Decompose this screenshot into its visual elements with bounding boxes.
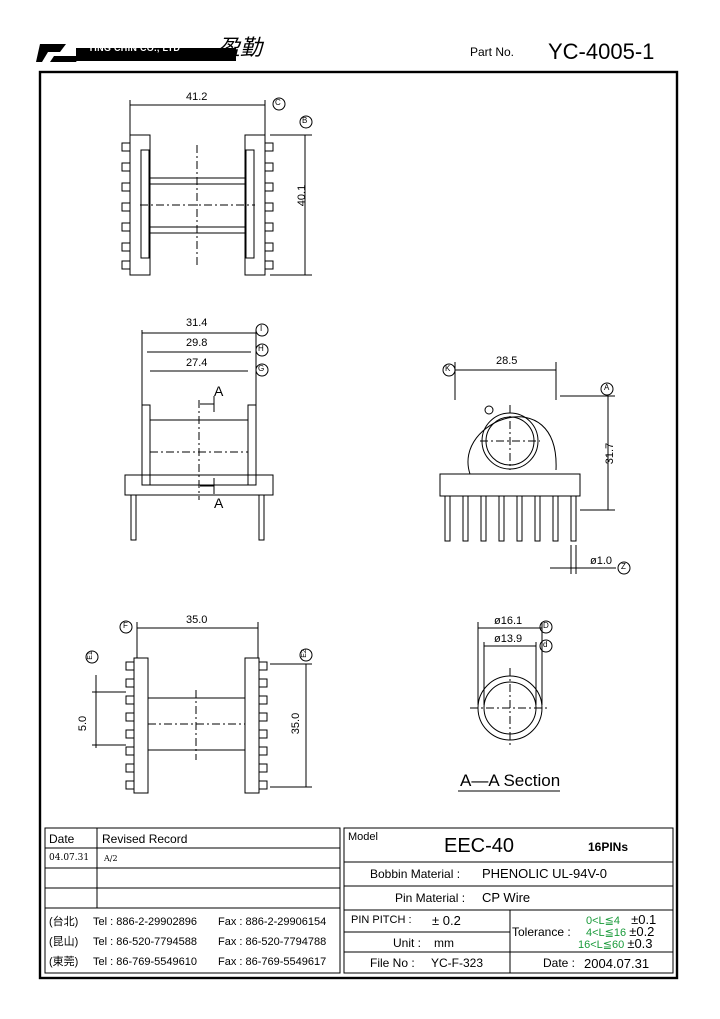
revision-date-header: Date [49, 832, 75, 846]
dim-mid-w3: 27.4 [186, 357, 208, 369]
dim-top-width: 41.2 [186, 91, 208, 103]
dim-mid-w1: 31.4 [186, 317, 208, 329]
ref-a: A [604, 383, 610, 392]
tol2-value: ±0.2 [629, 924, 655, 939]
tol3-range: 16<L≦ [578, 939, 612, 951]
dim-bot-span: 35.0 [290, 712, 303, 735]
logo-mark-icon [36, 44, 236, 62]
ref-z: Z [621, 562, 626, 571]
file-no-label: File No : [370, 956, 415, 970]
dim-pin-dia: ø1.0 [590, 555, 613, 567]
tol3-value: ±0.3 [627, 936, 653, 951]
dim-bot-width: 35.0 [186, 614, 208, 626]
contact-fax: Fax : 86-520-7794788 [218, 936, 327, 948]
ref-c: C [275, 98, 281, 107]
tol2-limit: 16 [613, 927, 627, 939]
tolerance-row-1: 0<L≦4 ±0.1 [586, 913, 656, 927]
model-label: Model [348, 831, 378, 843]
unit-label: Unit : [393, 936, 422, 950]
dim-sec-inner: ø13.9 [494, 633, 523, 645]
side-view [124, 323, 274, 541]
pin-material-label: Pin Material : [395, 891, 466, 905]
section-view [458, 620, 560, 792]
ref-e2: E2 [300, 649, 308, 658]
date-label: Date : [543, 956, 576, 970]
unit: mm [434, 936, 454, 950]
dim-right-height: 31.7 [604, 442, 617, 465]
pin-pitch: ± 0.2 [432, 913, 461, 928]
dim-mid-w2: 29.8 [186, 337, 208, 349]
company-name-cn: 盈勤 [218, 36, 263, 61]
section-marker-bottom: A [214, 495, 224, 511]
part-no: YC-4005-1 [548, 39, 655, 64]
dim-sec-outer: ø16.1 [494, 615, 523, 627]
contact-loc: (昆山) [49, 936, 79, 948]
bobbin-material: PHENOLIC UL-94V-0 [482, 866, 607, 881]
revision-row-date: 04.07.31 [49, 853, 90, 863]
contact-fax: Fax : 86-769-5549617 [218, 956, 327, 968]
ref-d-upper: D [543, 621, 549, 630]
dim-right-width: 28.5 [496, 355, 518, 367]
ref-d-lower: d [543, 640, 548, 649]
revision-row-record: A/2 [104, 854, 118, 863]
tol1-range: 0<L≦ [586, 915, 614, 927]
tol1-limit: 4 [613, 915, 621, 927]
contact-tel: Tel : 86-769-5549610 [93, 956, 197, 968]
ref-g: G [258, 364, 265, 373]
top-view [121, 97, 313, 276]
bobbin-material-label: Bobbin Material : [370, 867, 461, 881]
section-marker-top: A [214, 383, 224, 399]
company-logo [36, 38, 236, 66]
pin-material: CP Wire [482, 890, 531, 905]
tolerance-row-2: 4<L≦16 ±0.2 [586, 925, 654, 939]
end-view [439, 362, 631, 575]
contact-tel: Tel : 86-520-7794588 [93, 936, 197, 948]
dim-top-height: 40.1 [296, 184, 309, 207]
contact-loc: (台北) [49, 916, 79, 928]
end-view-pins [444, 495, 577, 542]
contact-tel: Tel : 886-2-29902896 [93, 916, 197, 928]
tol1-value: ±0.1 [631, 912, 657, 927]
ref-b: B [302, 116, 308, 125]
pin-count: 16PINs [588, 840, 629, 854]
ref-e1: E1 [86, 651, 94, 660]
tolerance-label: Tolerance : [512, 925, 571, 939]
tol2-range: 4<L≦ [586, 927, 614, 939]
tolerance-row-3: 16<L≦60 ±0.3 [578, 937, 653, 951]
pin-pitch-label: PIN PITCH : [351, 914, 412, 926]
ref-h: H [258, 344, 264, 353]
bottom-view [85, 620, 313, 794]
model-value: EEC-40 [444, 835, 515, 857]
date-value: 2004.07.31 [584, 956, 650, 971]
revision-record-header: Revised Record [102, 832, 188, 846]
title-block-lines [44, 827, 674, 974]
dim-bot-pitch: 5.0 [77, 715, 90, 732]
file-no: YC-F-323 [431, 956, 484, 970]
part-no-label: Part No. [470, 45, 515, 59]
ref-i: I [260, 324, 263, 333]
section-title: A—A Section [460, 771, 561, 790]
company-name-en: YING CHIN CO., LTD [88, 43, 181, 53]
tol3-limit: 60 [612, 939, 625, 951]
ref-f: F [123, 621, 128, 630]
ref-k: K [445, 364, 451, 373]
contact-fax: Fax : 886-2-29906154 [218, 916, 327, 928]
contact-loc: (東莞) [49, 956, 79, 968]
drawing-border [38, 70, 679, 980]
